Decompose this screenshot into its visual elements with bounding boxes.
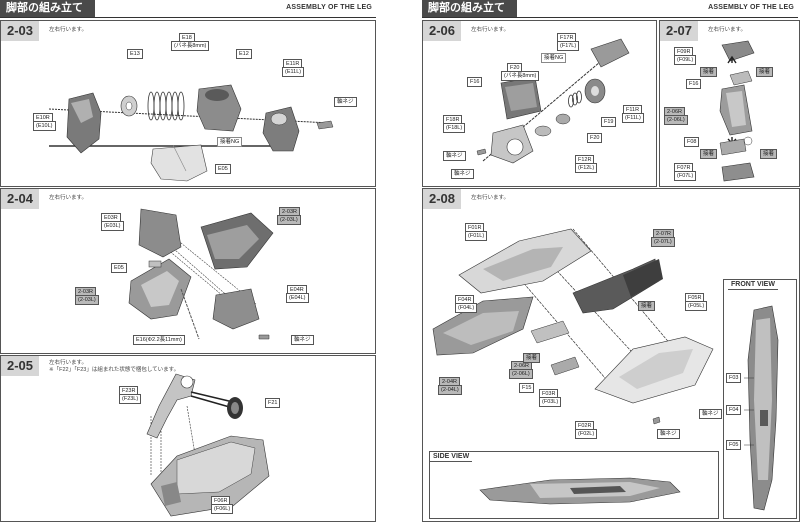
side-view-illustration [479,477,681,505]
leg-parts-2-05-illustration [146,373,270,517]
left-header-title-en: ASSEMBLY OF THE LEG [286,4,372,11]
step-note-packed: ※「F22」「F23」は組まれた状態で梱包しています。 [49,367,180,373]
step-number: 2-08 [423,189,462,209]
step-2-05-panel: 2-05 左右行います。 ※「F22」「F23」は組まれた状態で梱包しています。… [0,355,376,522]
right-page: 脚部の組み立て ASSEMBLY OF THE LEG 2-06 左右行います。… [422,0,800,522]
part-label-e03l: (E03L) [101,221,124,231]
part-label-e18-spring: (バネ長8mm) [171,41,210,51]
part-label-2-06l: (2-06L) [664,115,688,125]
glue-label-1: 接着 [638,301,656,311]
part-label-f05l: (F05L) [685,301,708,311]
part-label-f18l: (F18L) [443,123,466,133]
step-note: 左右行います。 [49,360,87,366]
step-note: 左右行います。 [49,27,87,33]
step-number: 2-06 [423,21,462,41]
side-view-title: SIDE VIEW [430,452,473,462]
step-2-07-panel: 2-07 左右行います。 F09R (F09L) 接着 接着 F16 2-06R… [659,20,800,187]
step-note: 左右行います。 [49,195,87,201]
front-view-illustration [744,305,779,511]
left-page: 脚部の組み立て ASSEMBLY OF THE LEG 2-03 左右行います。 [0,0,380,522]
part-label-2-06l: (2-06L) [509,369,533,379]
part-label-screw-2: 軸ネジ [657,429,680,439]
part-label-f16: F16 [686,79,702,89]
part-label-f08: F08 [684,137,700,147]
part-label-f07l: (F07L) [674,171,697,181]
left-header-title-jp: 脚部の組み立て [0,0,95,17]
part-label-f09l: (F09L) [674,55,697,65]
part-label-e05: E05 [215,164,231,174]
part-label-screw-1: 軸ネジ [699,409,722,419]
part-label-2-04l: (2-04L) [438,385,462,395]
part-label-e12: E12 [236,49,252,59]
front-label-f05: F05 [726,440,742,450]
part-label-2-07l: (2-07L) [651,237,675,247]
glue-label-2: 接着 [523,353,541,363]
glue-label-2: 接着 [756,67,774,77]
part-label-2-03l-left: (2-03L) [75,295,99,305]
part-label-e05: E05 [111,263,127,273]
part-label-screw-2: 軸ネジ [451,169,474,179]
glue-label-1: 接着 [700,67,718,77]
part-label-e16: E16(Φ2.2長11mm) [133,335,185,345]
front-view-title: FRONT VIEW [728,280,778,290]
glue-label-3: 接着 [700,149,718,159]
part-label-2-03l-top: (2-03L) [277,215,301,225]
part-label-screw: 軸ネジ [291,335,314,345]
glue-label-4: 接着 [760,149,778,159]
part-label-f03l: (F03L) [539,397,562,407]
leg-parts-2-07-illustration [719,40,755,182]
part-label-f06l: (F06L) [211,504,234,514]
part-label-screw: 軸ネジ [334,97,357,107]
step-note: 左右行います。 [471,195,509,201]
part-label-f23l: (F23L) [119,394,142,404]
part-label-f20-spring-size: (バネ長8mm) [501,71,540,81]
part-label-f17l: (F17L) [557,41,580,51]
step-note: 左右行います。 [471,27,509,33]
step-note: 左右行います。 [708,27,746,33]
part-label-f04l: (F04L) [455,303,478,313]
part-label-screw-1: 軸ネジ [443,151,466,161]
part-label-f20: F20 [587,133,603,143]
right-header-title-en: ASSEMBLY OF THE LEG [708,4,794,11]
step-number: 2-07 [660,21,699,41]
leg-parts-2-06-illustration [476,38,630,164]
part-label-e04l: (E04L) [286,293,309,303]
part-label-f19: F19 [601,117,617,127]
part-label-f16: F16 [467,77,483,87]
step-number: 2-05 [1,356,40,376]
part-label-f11l: (F11L) [622,113,644,123]
leg-parts-2-08-illustration [432,228,714,425]
part-label-e10l: (E10L) [33,121,56,131]
step-number: 2-04 [1,189,40,209]
part-label-f21: F21 [265,398,281,408]
part-label-f15: F15 [519,383,535,393]
part-label-f02l: (F02L) [575,429,598,439]
part-label-e13: E13 [127,49,143,59]
right-header: 脚部の組み立て ASSEMBLY OF THE LEG [422,0,798,18]
part-label-f01l: (F01L) [465,231,488,241]
front-label-f03: F03 [726,373,742,383]
step-2-08-panel: 2-08 左右行います。 F01R (F01L) 2-07R (2-07L) 接… [422,188,800,522]
front-view-inset: FRONT VIEW F03 F04 F05 [723,279,797,519]
right-header-title-jp: 脚部の組み立て [422,0,517,17]
front-label-f04: F04 [726,405,742,415]
step-2-04-panel: 2-04 左右行います。 E03R (E03L) 2-03R (2-03L) E… [0,188,376,354]
part-label-e11l: (E11L) [282,67,305,77]
step-2-03-panel: 2-03 左右行います。 E13 E18 (バネ長8mm) E12 E11R [0,20,376,187]
left-header: 脚部の組み立て ASSEMBLY OF THE LEG [0,0,376,18]
no-glue-label: 接着NG [217,137,243,147]
side-view-inset: SIDE VIEW [429,451,719,519]
part-label-f12l: (F12L) [575,163,598,173]
step-number: 2-03 [1,21,40,41]
leg-parts-2-04-illustration [128,208,274,340]
step-2-06-panel: 2-06 左右行います。 F17R (F17L) 接着NG F20 (バネ長8m… [422,20,657,187]
no-glue-label: 接着NG [541,53,567,63]
